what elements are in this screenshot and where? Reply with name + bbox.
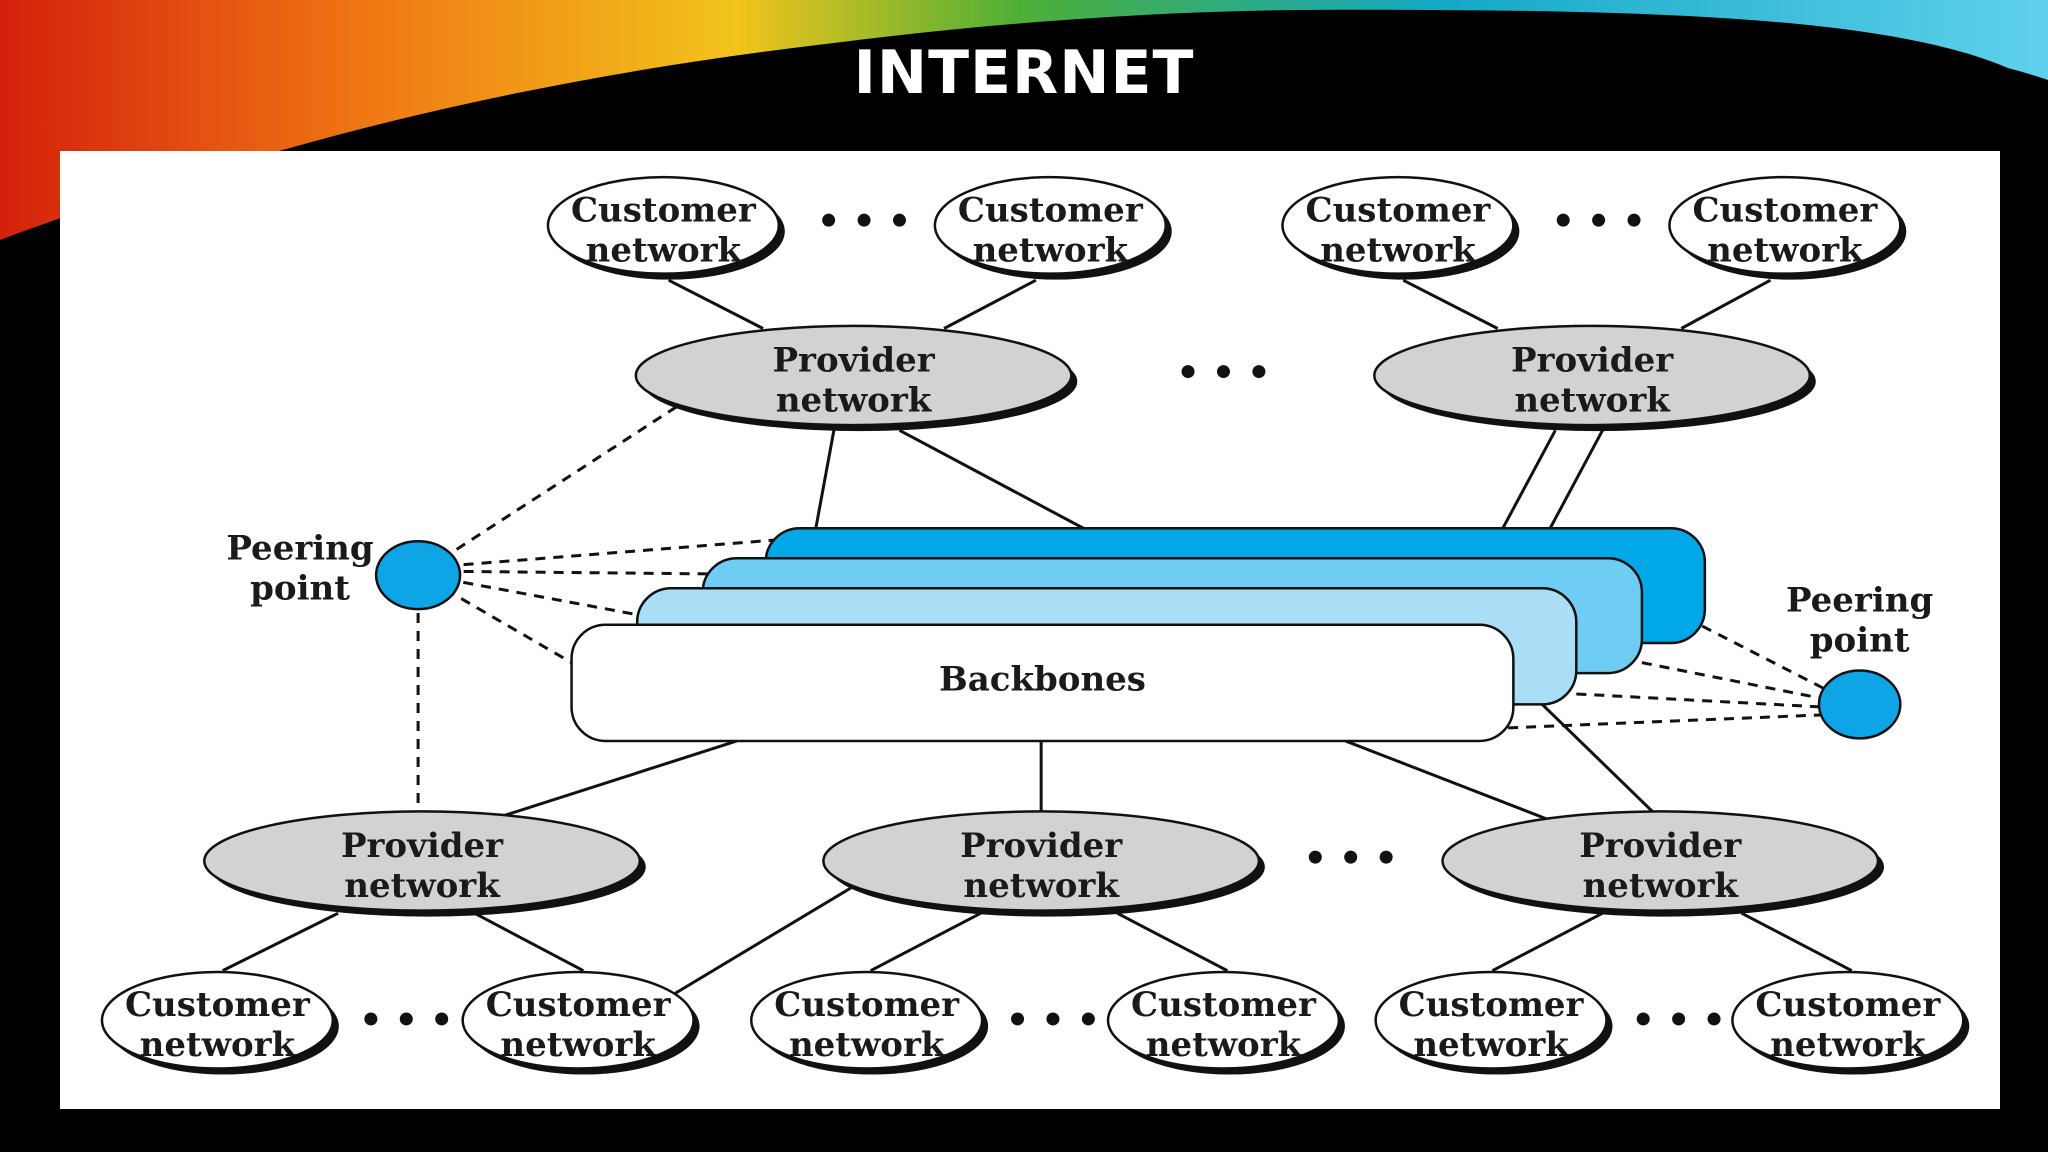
ellipsis-dots-top-left xyxy=(822,213,906,227)
provider-network-top-right xyxy=(1373,324,1812,427)
peering-point-right xyxy=(1817,669,1902,740)
dashed-link-peering-left-backbone-4 xyxy=(444,588,573,664)
customer-network-top-4 xyxy=(1668,175,1902,275)
link-provider-bm-customer-4 xyxy=(1116,911,1229,972)
ellipsis-dots-providers-bottom xyxy=(1308,850,1393,864)
customer-network-top-2 xyxy=(933,175,1168,275)
ellipsis-dots-providers-top xyxy=(1181,365,1266,379)
provider-network-bottom-mid xyxy=(822,810,1261,912)
customer-network-bottom-6 xyxy=(1731,970,1965,1070)
dashed-link-peering-left-backbone-3 xyxy=(445,577,643,618)
title-banner-swoosh xyxy=(0,0,2048,260)
customer-network-bottom-3 xyxy=(750,970,984,1070)
ellipsis-dots-providers-bottom-dot-3 xyxy=(1379,850,1393,864)
link-provider-bl-customer-2 xyxy=(473,911,585,972)
customer-network-bottom-1 xyxy=(100,970,335,1070)
backbone-layer-4 xyxy=(570,623,1515,743)
link-customer-4-provider-top-right xyxy=(1680,278,1772,330)
link-provider-bm-customer-2 xyxy=(673,885,854,996)
ellipsis-dots-top-left-dot-2 xyxy=(857,213,871,227)
ellipsis-dots-bottom-3-dot-1 xyxy=(1636,1012,1650,1026)
dashed-link-peering-left-backbone-1 xyxy=(445,538,777,568)
link-provider-br-customer-6 xyxy=(1740,911,1853,972)
link-customer-3-provider-top-right xyxy=(1402,278,1499,330)
link-backbone-back-provider-bottom-right xyxy=(1541,703,1654,813)
ellipsis-dots-providers-top-dot-3 xyxy=(1252,365,1266,379)
ellipsis-dots-bottom-3-dot-3 xyxy=(1707,1012,1721,1026)
ellipsis-dots-top-right xyxy=(1556,213,1641,227)
dashed-link-peering-right-backbone-1 xyxy=(1701,624,1831,693)
ellipsis-dots-top-left-dot-3 xyxy=(892,213,906,227)
ellipsis-dots-bottom-2 xyxy=(1011,1012,1095,1026)
link-provider-bl-customer-1 xyxy=(221,911,339,972)
ellipsis-dots-bottom-3 xyxy=(1636,1012,1721,1026)
link-customer-1-provider-top-left xyxy=(667,278,764,330)
ellipsis-dots-providers-bottom-dot-1 xyxy=(1308,850,1322,864)
dashed-link-peering-right-backbone-3 xyxy=(1576,692,1824,709)
ellipsis-dots-top-right-dot-1 xyxy=(1556,213,1570,227)
link-provider-top-right-backbone-a xyxy=(1501,429,1557,529)
ellipsis-dots-top-right-dot-3 xyxy=(1627,213,1641,227)
backbone-label: Backbones xyxy=(939,659,1146,699)
ellipsis-dots-providers-bottom-dot-2 xyxy=(1344,850,1358,864)
peering-point-left xyxy=(374,539,462,611)
link-customer-2-provider-top-left xyxy=(943,278,1037,330)
ellipsis-dots-bottom-2-dot-3 xyxy=(1081,1012,1095,1026)
customer-network-bottom-5 xyxy=(1374,970,1608,1070)
ellipsis-dots-top-left-dot-1 xyxy=(822,213,836,227)
slide-title: INTERNET xyxy=(853,38,1195,108)
ellipsis-dots-bottom-2-dot-1 xyxy=(1011,1012,1025,1026)
dashed-link-peering-left-provider xyxy=(442,405,678,560)
customer-network-top-3 xyxy=(1281,175,1515,275)
provider-network-top-left xyxy=(634,324,1073,427)
dashed-link-peering-right-backbone-2 xyxy=(1641,661,1826,701)
ellipsis-dots-bottom-2-dot-2 xyxy=(1046,1012,1060,1026)
link-backbone-provider-bottom-right xyxy=(1344,739,1549,821)
ellipsis-dots-top-right-dot-2 xyxy=(1592,213,1606,227)
customer-network-bottom-2 xyxy=(461,970,695,1070)
dashed-link-peering-left-backbone-2 xyxy=(445,569,708,576)
customer-network-bottom-4 xyxy=(1106,970,1341,1070)
ellipsis-dots-providers-top-dot-1 xyxy=(1181,365,1195,379)
ellipsis-dots-bottom-1-dot-3 xyxy=(435,1012,449,1026)
provider-network-bottom-left xyxy=(203,810,642,912)
link-provider-br-customer-5 xyxy=(1491,911,1604,972)
ellipsis-dots-bottom-1 xyxy=(364,1012,449,1026)
link-backbone-provider-bottom-left xyxy=(500,739,738,819)
ellipsis-dots-providers-top-dot-2 xyxy=(1216,365,1230,379)
provider-network-bottom-right xyxy=(1441,810,1880,912)
link-provider-bm-customer-3 xyxy=(869,911,982,972)
ellipsis-dots-bottom-1-dot-2 xyxy=(399,1012,413,1026)
ellipsis-dots-bottom-3-dot-2 xyxy=(1672,1012,1686,1026)
customer-network-top-1 xyxy=(546,175,781,275)
ellipsis-dots-bottom-1-dot-1 xyxy=(364,1012,378,1026)
